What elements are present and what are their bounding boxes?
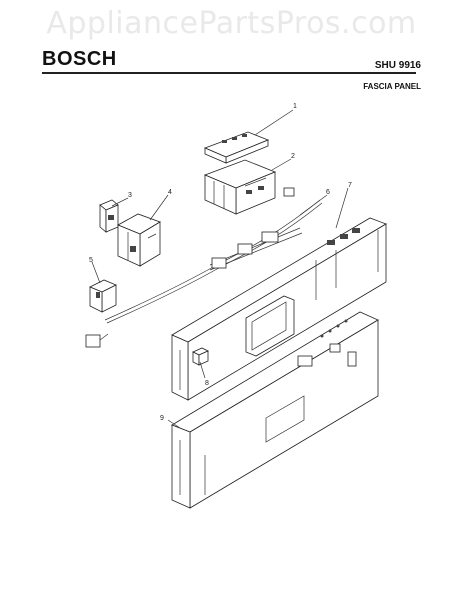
part-2-control-module[interactable] bbox=[203, 159, 277, 215]
part-8-spacer[interactable] bbox=[192, 347, 209, 366]
header-rule bbox=[42, 72, 416, 74]
model-number: SHU 9916 bbox=[374, 60, 421, 71]
brand-logo: BOSCH bbox=[42, 48, 117, 70]
part-9-inner-panel[interactable] bbox=[171, 311, 379, 509]
callout-8: 8 bbox=[205, 380, 209, 387]
callout-1: 1 bbox=[293, 103, 297, 110]
callout-5: 5 bbox=[89, 257, 93, 264]
part-7-fascia-panel[interactable] bbox=[171, 217, 387, 401]
part-4-switch-assembly[interactable] bbox=[117, 213, 161, 267]
section-title: FASCIA PANEL bbox=[363, 82, 421, 91]
callout-4: 4 bbox=[168, 189, 172, 196]
part-3-bracket[interactable] bbox=[99, 199, 119, 233]
callout-9: 9 bbox=[160, 415, 164, 422]
callout-3: 3 bbox=[128, 192, 132, 199]
part-1-keypad[interactable] bbox=[203, 131, 270, 164]
callout-6: 6 bbox=[326, 189, 330, 196]
part-5-connector-block[interactable] bbox=[89, 279, 117, 313]
callout-2: 2 bbox=[291, 153, 295, 160]
watermark: AppliancePartsPros.com bbox=[46, 6, 417, 41]
callout-7: 7 bbox=[348, 182, 352, 189]
callout-leaders bbox=[91, 109, 349, 429]
part-6-wiring-harness[interactable] bbox=[85, 187, 323, 348]
